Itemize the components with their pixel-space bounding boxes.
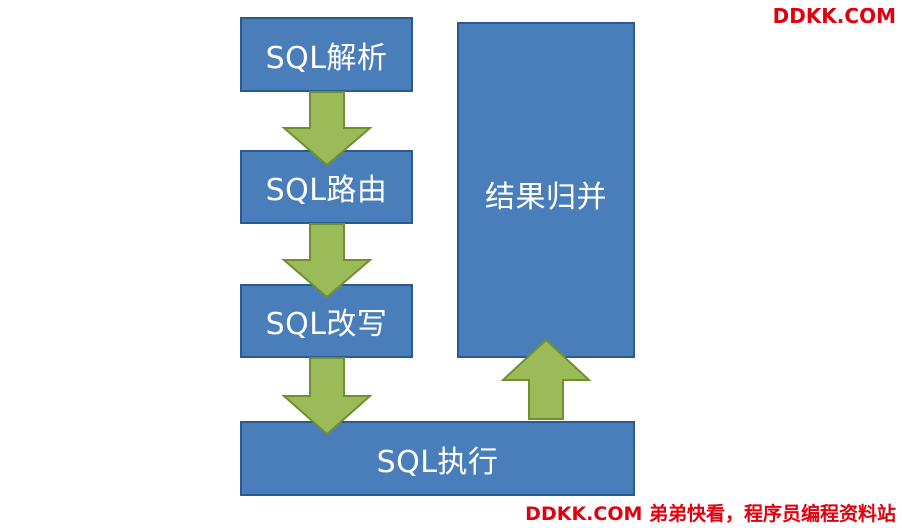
sql-route-box: SQL路由 [240, 150, 413, 224]
sql-route-label: SQL路由 [265, 173, 388, 208]
result-merge-label: 结果归并 [485, 180, 607, 215]
sql-execute-label: SQL执行 [376, 444, 499, 480]
sql-rewrite-label: SQL改写 [265, 307, 388, 342]
sql-parse-label: SQL解析 [265, 40, 388, 76]
sql-execute-box: SQL执行 [240, 421, 635, 496]
result-merge-box: 结果归并 [457, 22, 635, 358]
watermark-top: DDKK.COM [772, 4, 896, 28]
watermark-bottom: DDKK.COM 弟弟快看，程序员编程资料站 [525, 503, 896, 525]
sql-parse-box: SQL解析 [240, 17, 413, 92]
sql-rewrite-box: SQL改写 [240, 284, 413, 358]
